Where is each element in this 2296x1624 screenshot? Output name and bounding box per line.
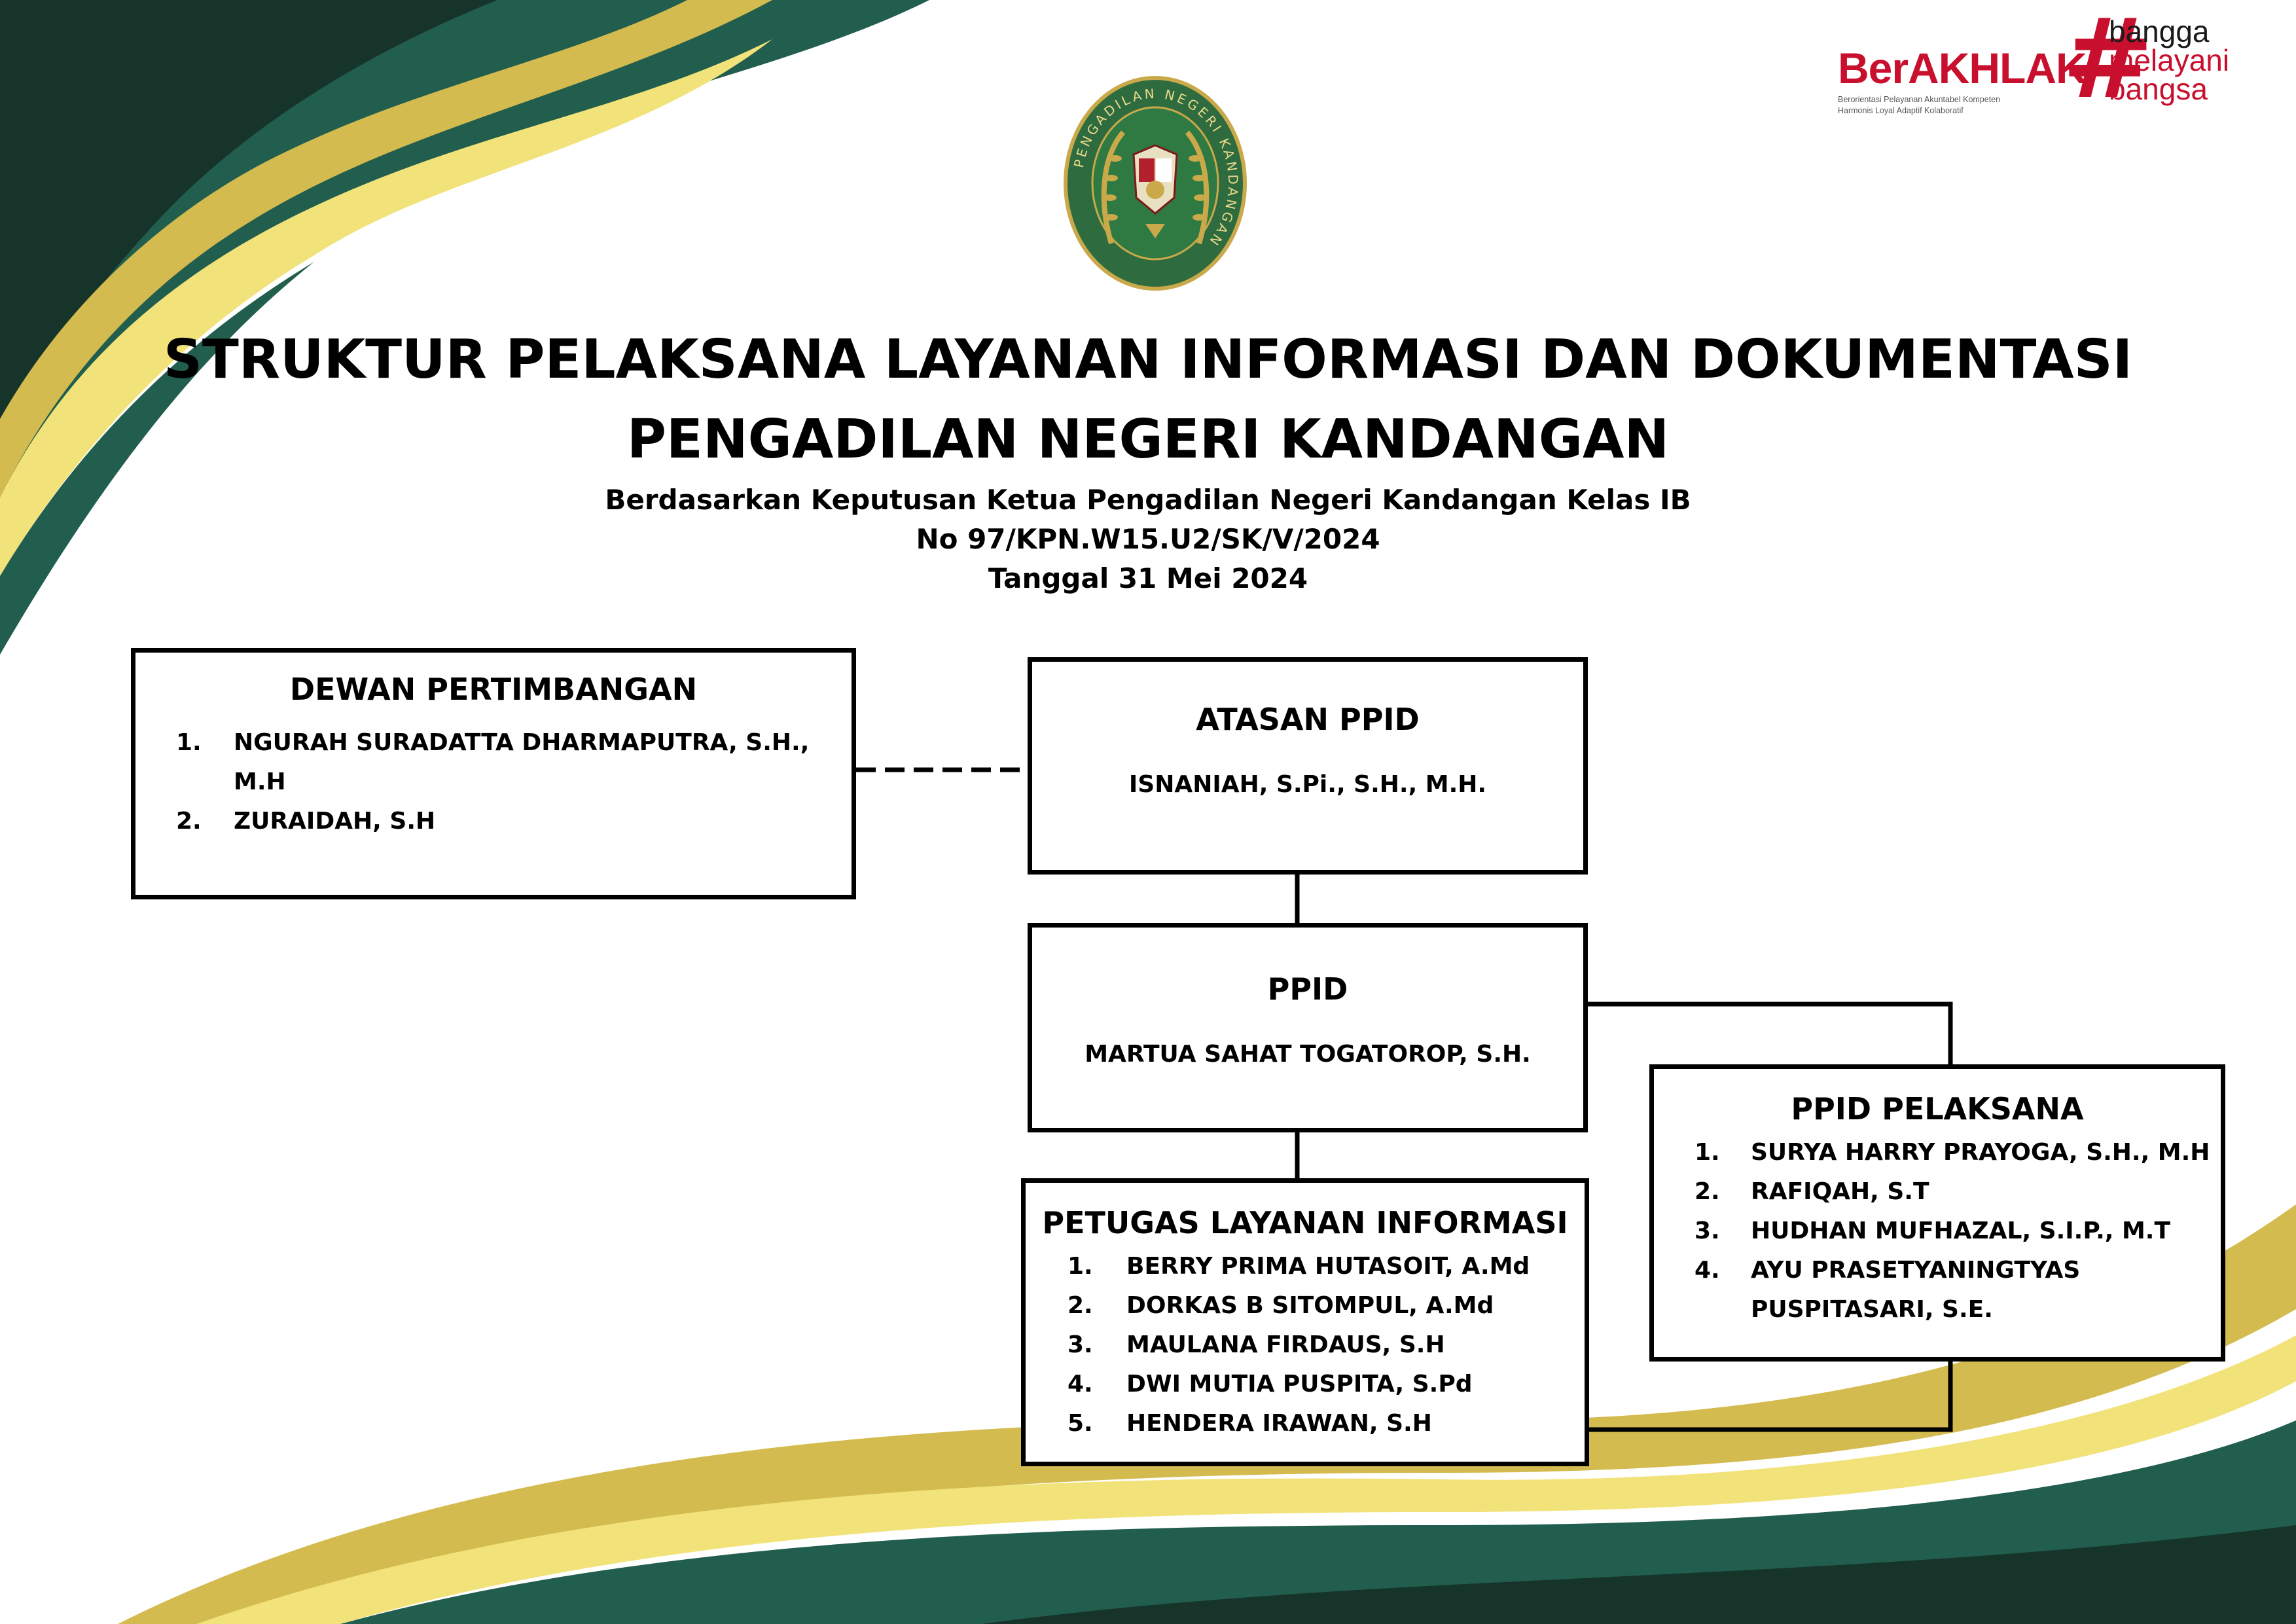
slogan-line3: bangsa [2109, 75, 2229, 103]
list-item-number: 1. [1067, 1247, 1093, 1286]
ppid-heading: PPID [1032, 969, 1583, 1009]
list-item: 2. RAFIQAH, S.T [1654, 1172, 2221, 1212]
subtitle-decree: Berdasarkan Keputusan Ketua Pengadilan N… [0, 480, 2296, 520]
member-name-continued: PUSPITASARI, S.E. [1751, 1290, 2221, 1329]
berakhlak-tagline-line2: Harmonis Loyal Adaptif Kolaboratif [1838, 105, 2054, 117]
petugas-member-list: 1. BERRY PRIMA HUTASOIT, A.Md 2. DORKAS … [1026, 1247, 1585, 1443]
page-title-line1: STRUKTUR PELAKSANA LAYANAN INFORMASI DAN… [0, 327, 2296, 393]
subtitle-number: No 97/KPN.W15.U2/SK/V/2024 [0, 520, 2296, 559]
member-name: AYU PRASETYANINGTYAS [1751, 1251, 2221, 1290]
pelaksana-member-list: 1. SURYA HARRY PRAYOGA, S.H., M.H 2. RAF… [1654, 1133, 2221, 1329]
list-item-number: 2. [1695, 1172, 1720, 1212]
dewan-member-list: 1. NGURAH SURADATTA DHARMAPUTRA, S.H., M… [135, 723, 852, 841]
petugas-heading: PETUGAS LAYANAN INFORMASI [1026, 1202, 1585, 1243]
list-item: 4. DWI MUTIA PUSPITA, S.Pd [1026, 1365, 1585, 1404]
subtitle-date: Tanggal 31 Mei 2024 [0, 559, 2296, 598]
list-item: 1. SURYA HARRY PRAYOGA, S.H., M.H [1654, 1133, 2221, 1172]
member-name: BERRY PRIMA HUTASOIT, A.Md [1126, 1247, 1585, 1286]
ppid-pelaksana-box: PPID PELAKSANA 1. SURYA HARRY PRAYOGA, S… [1649, 1064, 2225, 1362]
list-item-number: 3. [1695, 1212, 1720, 1251]
berakhlak-tagline: Berorientasi Pelayanan Akuntabel Kompete… [1838, 94, 2054, 117]
list-item: 3. MAULANA FIRDAUS, S.H [1026, 1326, 1585, 1365]
member-name: HUDHAN MUFHAZAL, S.I.P., M.T [1751, 1212, 2221, 1251]
pelaksana-heading: PPID PELAKSANA [1654, 1089, 2221, 1129]
slogan-line2: melayani [2109, 46, 2229, 75]
hashtag-icon: # [2062, 13, 2111, 105]
list-item-number: 2. [1067, 1286, 1093, 1326]
list-item: 2. ZURAIDAH, S.H [135, 802, 852, 841]
court-emblem-icon: PENGADILAN NEGERI KANDANGAN [1060, 73, 1250, 293]
list-item: 1. BERRY PRIMA HUTASOIT, A.Md [1026, 1247, 1585, 1286]
page-title-line2: PENGADILAN NEGERI KANDANGAN [0, 407, 2296, 473]
ppid-name: MARTUA SAHAT TOGATOROP, S.H. [1032, 1035, 1583, 1074]
list-item-number: 1. [176, 723, 202, 763]
dewan-heading: DEWAN PERTIMBANGAN [135, 670, 852, 709]
member-name: MAULANA FIRDAUS, S.H [1126, 1326, 1585, 1365]
petugas-layanan-box: PETUGAS LAYANAN INFORMASI 1. BERRY PRIMA… [1021, 1178, 1589, 1466]
member-name: RAFIQAH, S.T [1751, 1172, 2221, 1212]
atasan-heading: ATASAN PPID [1032, 700, 1583, 739]
list-item-number: 3. [1067, 1326, 1093, 1365]
member-name: HENDERA IRAWAN, S.H [1126, 1404, 1585, 1443]
list-item-number: 1. [1695, 1133, 1720, 1172]
list-item-number: 5. [1067, 1404, 1093, 1443]
member-name: SURYA HARRY PRAYOGA, S.H., M.H [1751, 1133, 2221, 1172]
member-name: DORKAS B SITOMPUL, A.Md [1126, 1286, 1585, 1326]
berakhlak-tagline-line1: Berorientasi Pelayanan Akuntabel Kompete… [1838, 94, 2054, 105]
ppid-box: PPID MARTUA SAHAT TOGATOROP, S.H. [1028, 923, 1588, 1132]
list-item-number: 4. [1067, 1365, 1093, 1404]
list-item: 4. AYU PRASETYANINGTYAS PUSPITASARI, S.E… [1654, 1251, 2221, 1329]
list-item: 1. NGURAH SURADATTA DHARMAPUTRA, S.H., M… [135, 723, 852, 802]
dewan-pertimbangan-box: DEWAN PERTIMBANGAN 1. NGURAH SURADATTA D… [131, 648, 856, 899]
member-name: DWI MUTIA PUSPITA, S.Pd [1126, 1365, 1585, 1404]
list-item-number: 4. [1695, 1251, 1720, 1290]
bangga-melayani-bangsa-logo: bangga melayani bangsa [2109, 17, 2229, 103]
list-item-number: 2. [176, 802, 202, 841]
list-item: 2. DORKAS B SITOMPUL, A.Md [1026, 1286, 1585, 1326]
member-name: ZURAIDAH, S.H [234, 802, 852, 841]
list-item: 5. HENDERA IRAWAN, S.H [1026, 1404, 1585, 1443]
berakhlak-wordmark: BerAKHLAK [1838, 43, 2087, 93]
atasan-name: ISNANIAH, S.Pi., S.H., M.H. [1032, 765, 1583, 804]
slogan-line1: bangga [2109, 17, 2229, 46]
member-name: NGURAH SURADATTA DHARMAPUTRA, S.H., [234, 723, 852, 763]
member-name-continued: M.H [234, 763, 852, 802]
list-item: 3. HUDHAN MUFHAZAL, S.I.P., M.T [1654, 1212, 2221, 1251]
atasan-ppid-box: ATASAN PPID ISNANIAH, S.Pi., S.H., M.H. [1028, 657, 1588, 875]
